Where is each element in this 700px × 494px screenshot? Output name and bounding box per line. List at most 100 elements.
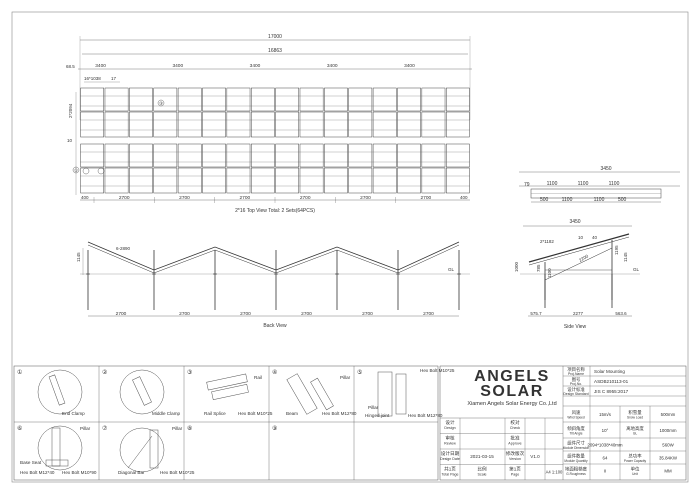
pv-module <box>226 167 251 194</box>
pv-module <box>446 87 470 112</box>
span-label: 3400 <box>327 63 338 69</box>
tb-cn-label: 风速 <box>572 410 581 416</box>
tb-en-label: G.Roughness <box>566 472 586 476</box>
pv-module <box>129 167 153 194</box>
tb-en-label: Proj.Name <box>568 372 584 376</box>
back-ground: GL <box>448 267 455 272</box>
side-dim-a2: 40 <box>592 235 598 240</box>
tb-cn-label: 图号 <box>572 377 581 383</box>
pv-module <box>80 143 105 168</box>
detail-number: ① <box>17 369 22 376</box>
detail-number: ⑦ <box>102 425 108 432</box>
span-label: 3400 <box>250 63 261 69</box>
callout-3: ③ <box>159 101 163 106</box>
pv-module <box>324 87 348 112</box>
company-name: Xiamen Angels Solar Energy Co.,Ltd <box>467 401 557 407</box>
back-height: 1145 <box>76 252 81 262</box>
pv-module <box>397 87 421 112</box>
side-dim-b4: 1145 <box>623 252 628 262</box>
pv-module <box>372 167 397 194</box>
tb-cn-label: 审核 <box>445 435 455 442</box>
pv-module <box>372 87 397 112</box>
detail-number: ⑨ <box>272 425 277 432</box>
title-block-grid: 设计Design校对Check审核Review批准Approve设计日期Desi… <box>440 366 686 480</box>
tb-cn-label: 组件数量 <box>567 453 585 460</box>
pv-module <box>275 87 300 112</box>
tb-en-label: Check <box>510 426 520 430</box>
detail-label: Hex Bolt M10*25 <box>238 411 273 416</box>
side-dim-a1: 10 <box>578 235 584 240</box>
side-dim-c1: 2200 <box>578 253 590 263</box>
detail-number: ② <box>102 369 108 376</box>
dim-depth: 2*2094 <box>68 103 73 118</box>
back-span-label: 2700 <box>116 311 127 317</box>
detail-label: Base Seat <box>20 460 42 465</box>
brand-name-top: ANGELS <box>474 368 550 385</box>
tb-en-label: Scale <box>478 473 487 477</box>
detail-label: Hex Bolt M12*40 <box>20 470 55 475</box>
span-label: 3400 <box>404 63 415 69</box>
detail-label: Hex Bolt M10*90 <box>62 470 97 475</box>
tb-en-label: Unit <box>632 472 638 476</box>
pv-module <box>299 111 324 138</box>
tb-value: 10° <box>602 428 609 433</box>
top-view: 17000 16863 68.5 16*1038 17 2*2094 10 ① … <box>66 34 472 214</box>
tb-value: Solar Mounting <box>594 369 625 374</box>
pv-module <box>324 111 348 138</box>
tb-en-label: Version <box>509 457 521 461</box>
pv-module <box>177 111 202 138</box>
bottom-span-label: 2700 <box>300 195 311 201</box>
top-view-caption: 2*16 Top View Total: 2 Sets(64PCS) <box>235 208 315 214</box>
rail-bottom-left: 500 <box>540 197 549 203</box>
back-span-label: 2700 <box>179 311 190 317</box>
tb-en-label: Proj.No. <box>570 382 582 386</box>
tb-en-label: Design Standard <box>563 392 588 396</box>
detail-number: ③ <box>187 369 192 376</box>
side-bottom-1: 575.7 <box>530 311 542 316</box>
pv-module <box>275 111 300 138</box>
pv-module <box>348 87 373 112</box>
detail-label: Hex Bolt M10*25 <box>420 368 455 373</box>
tb-en-label: Module Quantity <box>564 459 588 463</box>
pv-module <box>372 143 397 168</box>
rail-span-1: 1100 <box>547 181 558 187</box>
pv-module <box>275 167 300 194</box>
tb-value: 1000mm <box>659 428 676 433</box>
tb-cn-label: 共1页 <box>444 466 456 473</box>
dim-module-width: 16*1038 <box>84 76 101 81</box>
pv-module <box>250 143 275 168</box>
detail-label: Middle Clamp <box>152 411 181 416</box>
pv-module <box>129 87 153 112</box>
pv-module <box>421 143 446 168</box>
pv-module <box>250 167 275 194</box>
tb-cn-label: 校对 <box>510 419 520 426</box>
dim-overall-length: 17000 <box>268 34 282 40</box>
tb-en-label: Wind Speed <box>567 416 585 420</box>
tb-cn-label: 设计日期 <box>441 450 460 457</box>
dim-gap: 17 <box>111 76 117 81</box>
tb-cn-label: 单位 <box>631 466 640 473</box>
detail-number: ⑥ <box>17 425 22 432</box>
detail-sketches <box>37 369 407 473</box>
pv-module <box>153 111 178 138</box>
tb-cn-label: 离地高度 <box>626 425 644 432</box>
back-span-label: 2700 <box>240 311 251 317</box>
detail-label: Hex Bolt M10*25 <box>160 470 195 475</box>
tb-value: 64 <box>603 456 608 461</box>
rail-span-2: 1100 <box>578 181 589 187</box>
back-span-label: 2700 <box>362 311 373 317</box>
detail-label: Beam <box>286 411 298 416</box>
pv-module <box>226 87 251 112</box>
rail-offset-left: 79 <box>524 182 530 188</box>
tb-cn-label: 倾斜角度 <box>567 425 585 432</box>
title-block: 设计Design校对Check审核Review批准Approve设计日期Desi… <box>439 365 687 481</box>
bottom-span-label: 2700 <box>119 195 130 201</box>
tb-cn-label: 积雪量 <box>628 409 642 416</box>
dim-inner-length: 16863 <box>268 48 282 54</box>
pv-module <box>177 143 202 168</box>
pv-module <box>226 143 251 168</box>
